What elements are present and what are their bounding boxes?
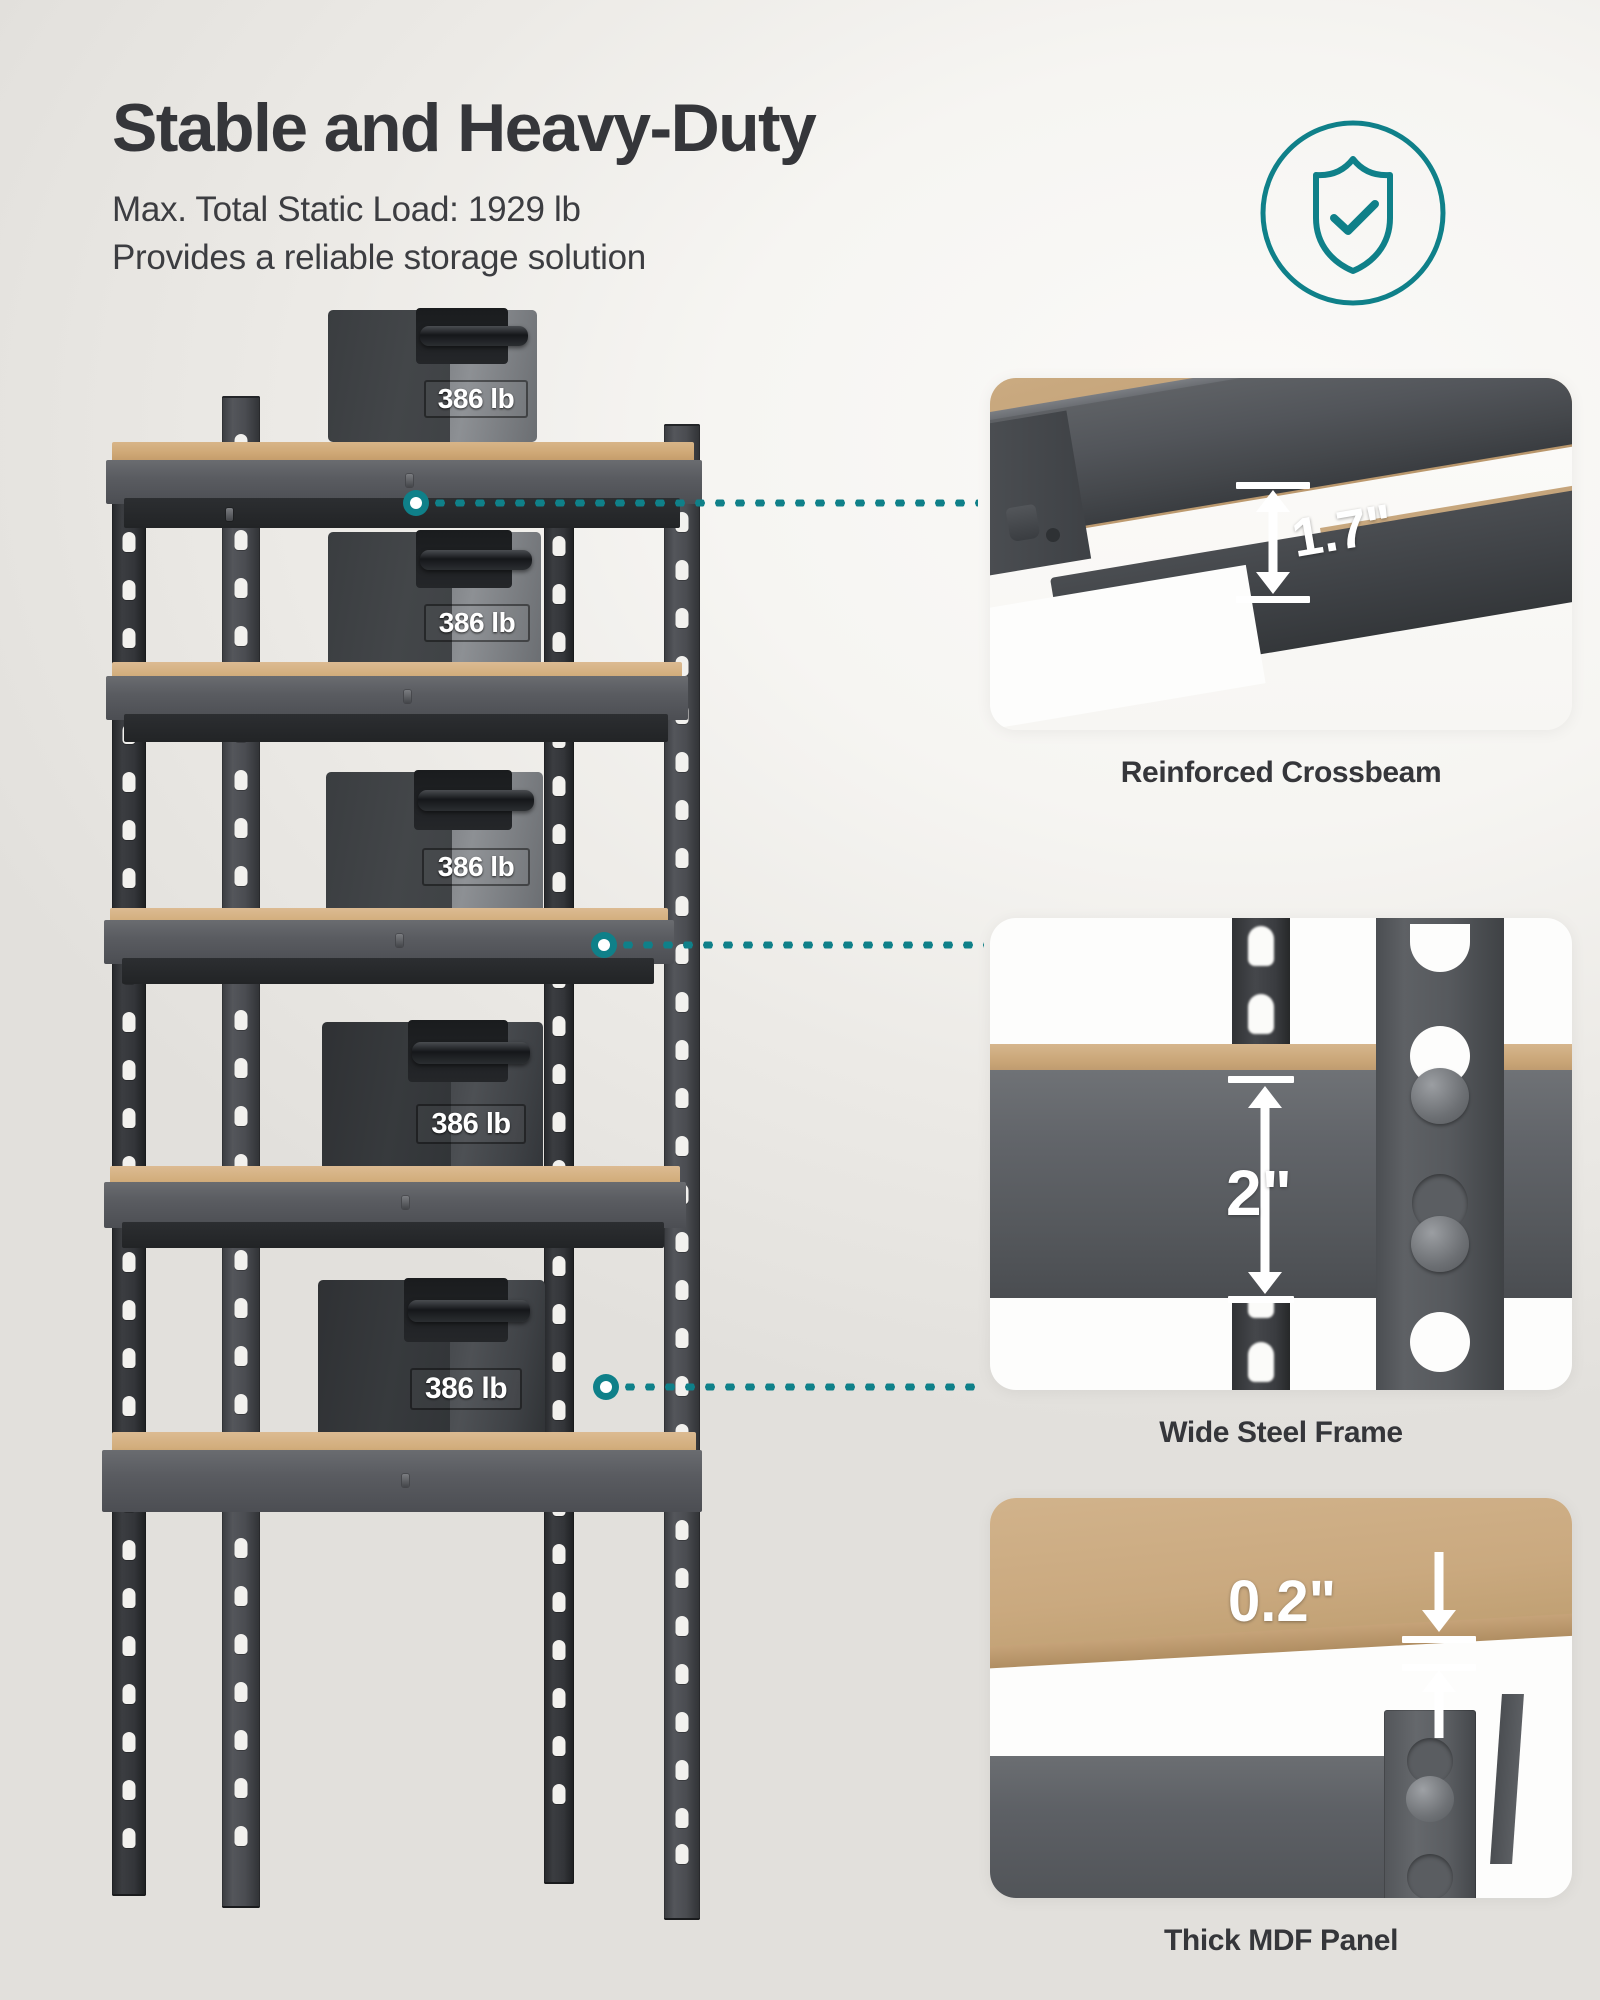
screw xyxy=(404,690,411,703)
dimension-annotation-2: 2" xyxy=(1226,1076,1298,1304)
card-image-mdf-panel: 0.2" xyxy=(990,1498,1572,1898)
weight-label: 386 lb xyxy=(438,607,516,638)
weight-label: 386 lb xyxy=(437,851,515,882)
shelf-5 xyxy=(102,1432,702,1532)
connector-dotted-line xyxy=(618,941,984,949)
dimension-value: 2" xyxy=(1226,1157,1292,1229)
post-holes xyxy=(222,396,260,1908)
front-crossbeam xyxy=(106,676,688,720)
side-rail xyxy=(1490,1694,1524,1864)
screw xyxy=(226,508,233,521)
dimension-annotation-3: 0.2" xyxy=(1228,1552,1476,1738)
post-foot xyxy=(664,1918,700,1920)
front-crossbeam xyxy=(104,1182,686,1228)
screw xyxy=(406,474,413,487)
steel-beam-detail xyxy=(990,1756,1450,1898)
card-cutaway xyxy=(990,564,1266,730)
connector-dotted-line xyxy=(430,499,978,507)
post-foot xyxy=(222,1906,260,1908)
weight-label: 386 lb xyxy=(424,1372,508,1405)
weight-block: 386 lb xyxy=(322,1020,543,1172)
post-front-left xyxy=(222,396,260,1908)
front-crossbeam xyxy=(104,920,674,964)
card-caption-steel-frame: Wide Steel Frame xyxy=(1159,1416,1403,1449)
connector-steel-frame xyxy=(591,932,984,958)
weight-label: 386 lb xyxy=(431,1107,511,1140)
shelving-unit: 386 lb 386 lb xyxy=(96,308,916,1940)
dimension-value: 0.2" xyxy=(1228,1569,1337,1634)
page-title: Stable and Heavy-Duty xyxy=(112,90,817,166)
weight-block: 386 lb xyxy=(318,1278,545,1438)
back-crossbeam xyxy=(124,714,668,742)
card-thick-mdf-panel[interactable]: 0.2" Thick MDF Panel xyxy=(990,1498,1572,1958)
card-image-steel-frame: 2" xyxy=(990,918,1572,1390)
connector-crossbeam xyxy=(403,490,978,516)
connector-node xyxy=(591,932,617,958)
card-reinforced-crossbeam[interactable]: 1.7" Reinforced Crossbeam xyxy=(990,378,1572,790)
card-caption-crossbeam: Reinforced Crossbeam xyxy=(1120,756,1442,789)
subtitle-line-solution: Provides a reliable storage solution xyxy=(112,238,646,278)
screw xyxy=(402,1474,409,1487)
post-holes xyxy=(664,424,700,1920)
card-caption-mdf-panel: Thick MDF Panel xyxy=(1163,1924,1399,1957)
connector-mdf-panel xyxy=(593,1374,984,1400)
connector-dotted-line xyxy=(620,1383,984,1391)
back-crossbeam xyxy=(122,958,654,984)
front-post-detail xyxy=(1376,918,1504,1390)
dimension-annotation-1: 1.7" xyxy=(1236,482,1397,604)
card-wide-steel-frame[interactable]: 2" Wide Steel Frame xyxy=(990,918,1572,1450)
post-foot xyxy=(544,1882,574,1884)
post-cap xyxy=(664,424,700,426)
beam-tab xyxy=(1005,503,1041,543)
card-image-crossbeam: 1.7" xyxy=(990,378,1572,730)
product-image: 386 lb 386 lb xyxy=(96,308,984,1940)
shelf-2 xyxy=(106,662,688,752)
shelf-1 xyxy=(106,442,702,534)
post-back-right xyxy=(544,444,574,1884)
vertical-post-detail xyxy=(1384,1710,1476,1898)
connector-node xyxy=(403,490,429,516)
shield-check-badge xyxy=(1258,118,1448,308)
subtitle-line-load: Max. Total Static Load: 1929 lb xyxy=(112,190,581,230)
weight-block: 386 lb xyxy=(326,770,543,914)
weight-block: 386 lb xyxy=(328,530,541,668)
post-foot xyxy=(112,1894,146,1896)
weight-block: 386 lb xyxy=(328,308,537,442)
screw xyxy=(396,934,403,947)
shelf-3 xyxy=(104,908,674,996)
subtitle-block: Max. Total Static Load: 1929 lb Provides… xyxy=(112,186,1292,283)
shield-check-icon xyxy=(1260,120,1446,306)
weight-label: 386 lb xyxy=(437,383,515,414)
screw xyxy=(402,1196,409,1209)
post-cap xyxy=(222,396,260,398)
post-holes xyxy=(544,444,574,1884)
back-crossbeam xyxy=(122,1222,664,1248)
connector-node xyxy=(593,1374,619,1400)
shelf-4 xyxy=(104,1166,686,1254)
header: Stable and Heavy-Duty Max. Total Static … xyxy=(112,92,1292,283)
